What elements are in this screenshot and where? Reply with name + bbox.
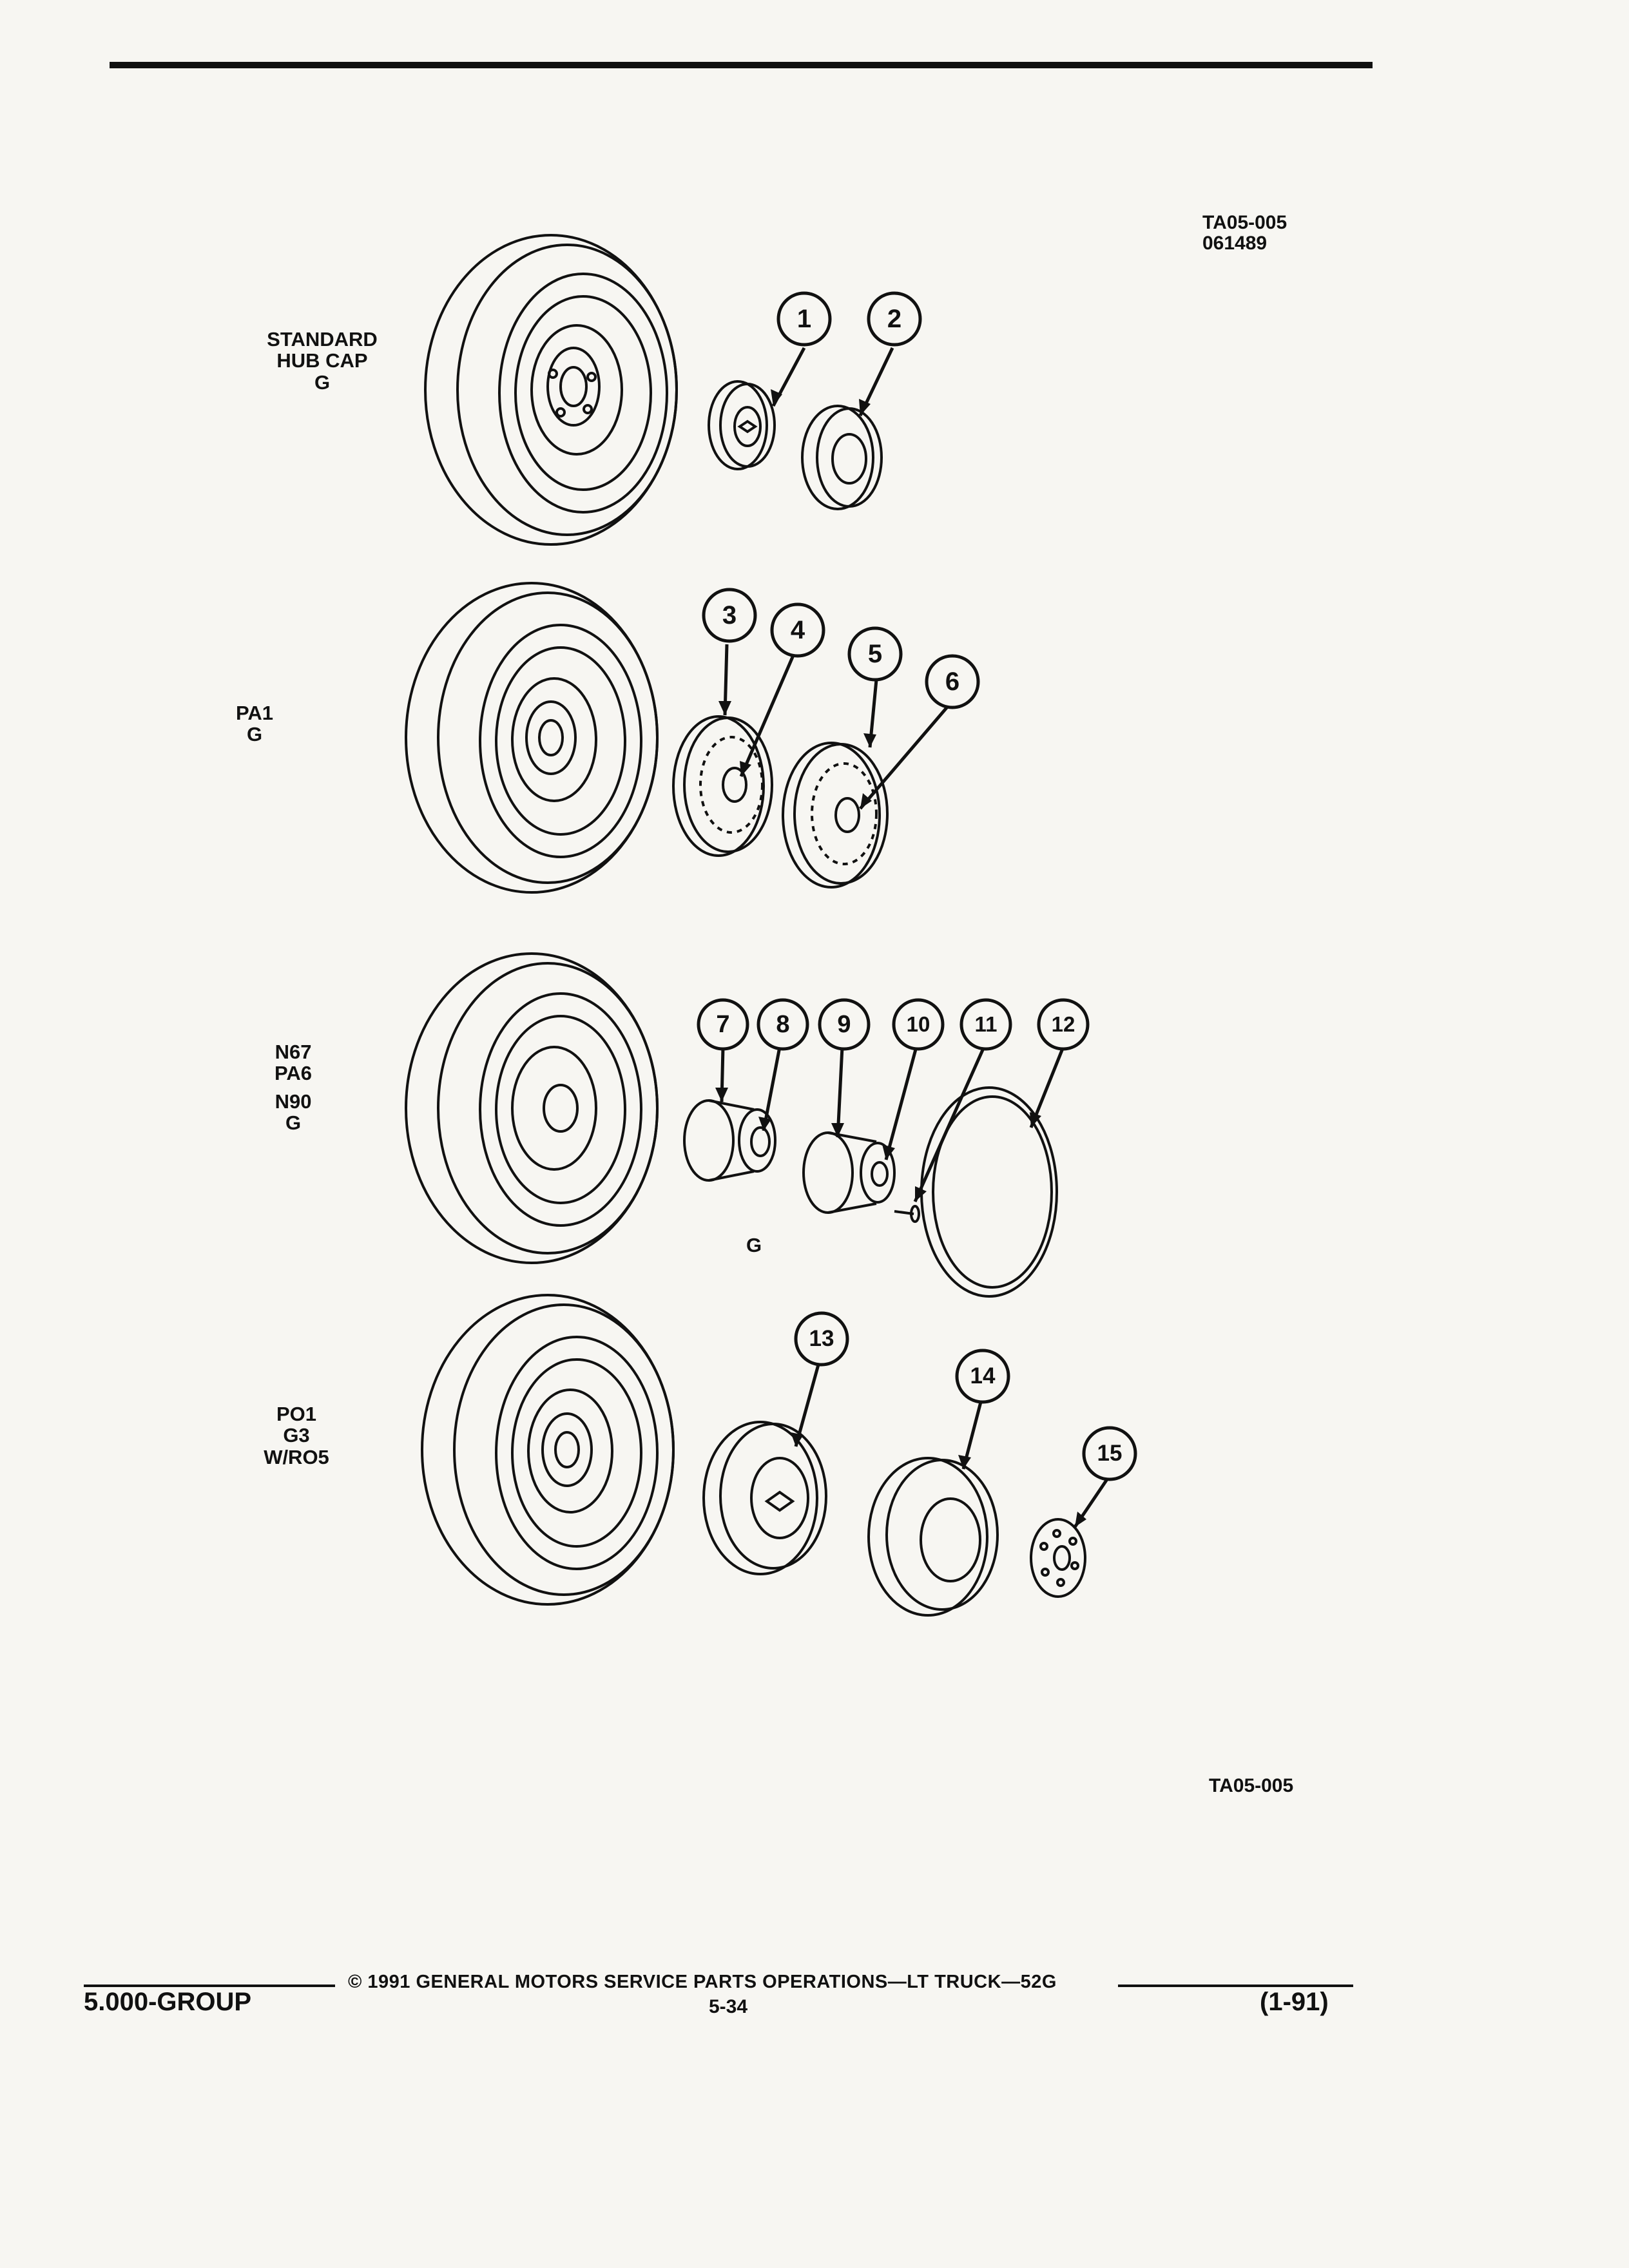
label-line: PA6 <box>274 1062 312 1085</box>
wheel-cover-5 <box>782 742 889 889</box>
wheel-2 <box>405 582 659 894</box>
hub-cap-2 <box>801 405 883 510</box>
hub-cap-14 <box>867 1457 999 1617</box>
callout-circles <box>697 291 1137 1481</box>
callout-6: 6 <box>945 668 960 696</box>
label-line: W/RO5 <box>264 1445 329 1468</box>
wheel-4 <box>421 1294 675 1606</box>
label-line: N67 <box>275 1041 312 1063</box>
callout-2: 2 <box>887 305 902 333</box>
callout-15: 15 <box>1097 1441 1123 1466</box>
hub-cap-1 <box>708 380 776 470</box>
hub-cap-13 <box>702 1421 827 1575</box>
label-line: N90 <box>275 1090 312 1113</box>
callout-13: 13 <box>809 1326 834 1351</box>
callout-10: 10 <box>906 1012 930 1036</box>
footer-rule-right <box>1118 1984 1353 1987</box>
callout-4: 4 <box>790 616 805 644</box>
wheel-1 <box>424 234 678 546</box>
ornament-15 <box>1030 1518 1086 1598</box>
callout-9: 9 <box>837 1011 851 1038</box>
footer-figure-code: TA05-005 <box>1209 1775 1294 1796</box>
locking-hub-7 <box>683 1099 776 1182</box>
figure-code: TA05-005 <box>1202 212 1287 233</box>
callout-11: 11 <box>974 1012 998 1036</box>
locking-hub-9 <box>802 1131 896 1214</box>
label-line: G <box>246 723 263 746</box>
callout-12: 12 <box>1051 1012 1075 1036</box>
footer-group: 5.000-GROUP <box>84 1988 252 2016</box>
footer-page-number: 5-34 <box>709 1996 748 2017</box>
row-label-n67: N67 PA6 N90 G <box>258 1041 329 1134</box>
label-line: G <box>285 1111 302 1135</box>
footer-date: (1-91) <box>1260 1988 1329 2016</box>
footer-copyright: © 1991 GENERAL MOTORS SERVICE PARTS OPER… <box>348 1972 1057 1992</box>
callout-1: 1 <box>796 305 812 333</box>
callout-3: 3 <box>722 601 737 629</box>
footer-rule-left <box>84 1984 335 1987</box>
row-label-pa1: PA1 G <box>219 702 290 745</box>
label-line: PO1 <box>276 1403 317 1425</box>
callout-5: 5 <box>867 640 883 668</box>
callout-14: 14 <box>970 1363 996 1389</box>
row-label-po1: PO1 G3 W/RO5 <box>245 1403 348 1468</box>
label-line: G <box>314 370 331 394</box>
arrowheads <box>715 389 1086 1527</box>
wheel-3 <box>405 952 659 1264</box>
callout-7: 7 <box>716 1011 730 1038</box>
callout-8: 8 <box>776 1011 790 1038</box>
screw-11 <box>894 1205 920 1223</box>
label-line: PA1 <box>235 702 273 724</box>
figure-date: 061489 <box>1202 233 1268 254</box>
label-line: STANDARD <box>267 328 378 351</box>
top-rule <box>110 62 1373 68</box>
label-line: HUB CAP <box>276 349 368 372</box>
wheel-cover-3 <box>672 715 773 857</box>
row-label-standard-hub-cap: STANDARD HUB CAP G <box>245 328 400 394</box>
row-sublabel-g: G <box>746 1234 762 1256</box>
label-line: G3 <box>283 1424 310 1447</box>
